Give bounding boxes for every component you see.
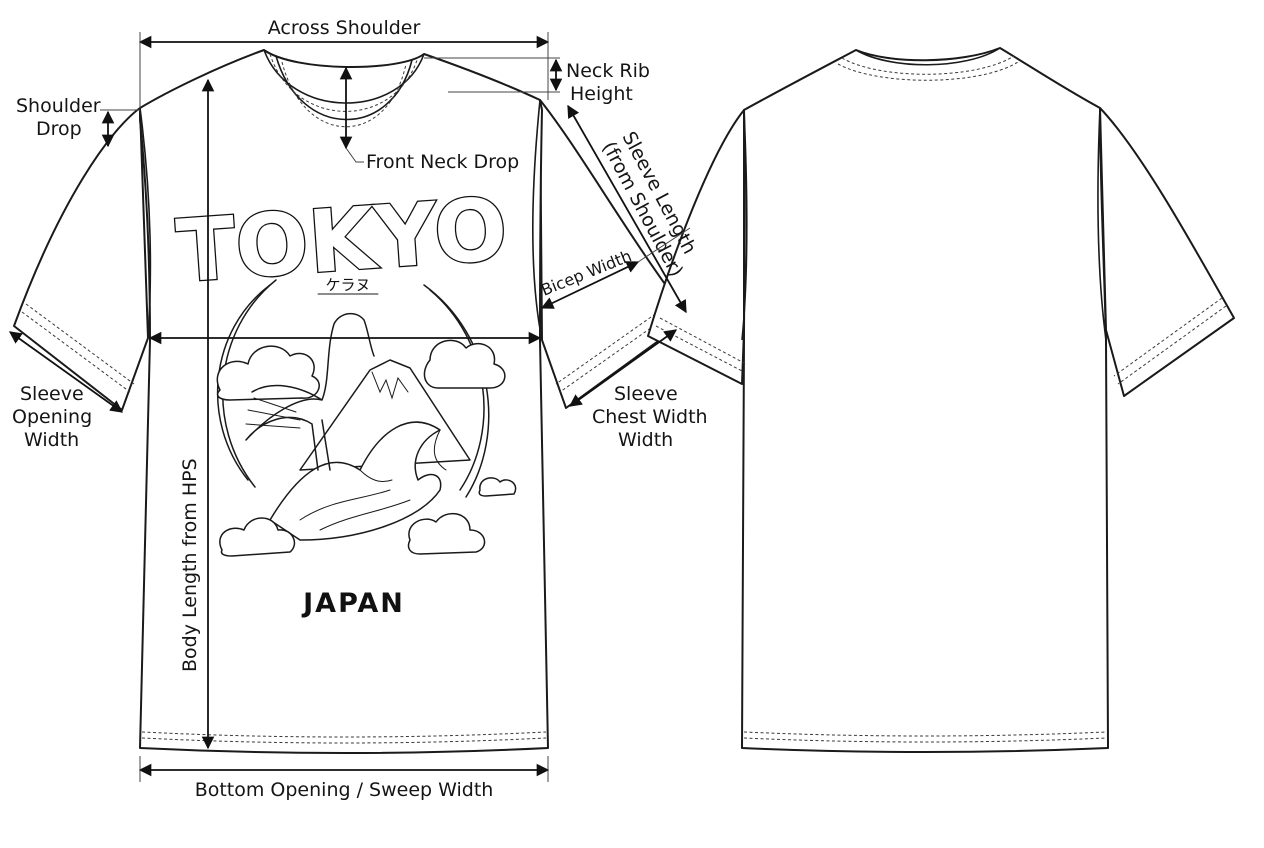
- bottom-opening-label: Bottom Opening / Sweep Width: [195, 779, 494, 801]
- shoulder-drop-label-2: Drop: [36, 118, 82, 140]
- back-left-armhole-seam: [741, 109, 748, 341]
- chest-width-label-3: Width: [618, 429, 673, 451]
- shoulder-drop-label-1: Shoulder: [16, 95, 101, 117]
- graphic-tokyo-text: TOKYO: [174, 180, 511, 303]
- bicep-width-arrow: [540, 261, 640, 309]
- chest-width-label-1: Sleeve: [614, 383, 678, 405]
- back-neck-rib-stitch-2: [837, 61, 1019, 81]
- across-shoulder-label: Across Shoulder: [268, 17, 421, 39]
- wave-lines: [299, 429, 447, 531]
- graphic-japan-text: JAPAN: [301, 588, 405, 619]
- graphic-crane: [245, 312, 375, 471]
- front-left-sleeve: [13, 107, 149, 411]
- back-right-sleeve: [1099, 107, 1235, 397]
- sleeve-length-arrow: [567, 104, 687, 314]
- mountain-snow: [371, 371, 409, 400]
- back-right-sleeve-hem-stitch: [1117, 305, 1227, 385]
- back-neck-rib-stitch: [841, 55, 1015, 75]
- sleeve-opening-label-1: Sleeve: [20, 383, 84, 405]
- front-left-armhole-seam: [139, 107, 152, 339]
- graphic-wave: [269, 421, 442, 541]
- graphic-cloud-bottom-left: [219, 517, 296, 557]
- back-right-armhole-seam: [1097, 107, 1107, 341]
- sleeve-opening-width-arrow: [8, 331, 124, 413]
- sleeve-opening-label-2: Opening: [12, 406, 92, 428]
- graphic-cloud-left: [216, 345, 320, 401]
- front-neck-drop-leader: [345, 147, 364, 163]
- body-length-label: Body Length from HPS: [179, 458, 201, 672]
- back-bottom-hem-stitch: [743, 731, 1107, 737]
- graphic-mountain: [299, 359, 471, 471]
- neck-rib-height-label-2: Height: [570, 83, 633, 105]
- back-bottom-hem-stitch-2: [743, 737, 1107, 743]
- neck-rib-height-label-1: Neck Rib: [566, 60, 650, 82]
- graphic-kana-text: ケラヌ: [325, 276, 370, 294]
- front-neck-drop-label: Front Neck Drop: [366, 151, 519, 173]
- crane-feathers: [245, 397, 301, 429]
- front-graphic-print: TOKYO ケラヌ JAPAN: [172, 178, 517, 619]
- back-neck-rib: [855, 47, 1001, 66]
- front-right-armhole-seam: [531, 99, 543, 341]
- bicep-width-leader: [637, 227, 691, 263]
- back-body: [741, 47, 1109, 753]
- chest-width-label-2: Chest Width: [592, 406, 708, 428]
- measurement-annotations: Across Shoulder Neck Rib Height Shoulder…: [8, 17, 708, 801]
- sleeve-opening-right-arrow: [568, 329, 678, 407]
- front-neck-rib-stitch-2: [281, 61, 407, 128]
- graphic-cloud-small: [478, 477, 517, 497]
- back-right-sleeve-hem-stitch-2: [1113, 297, 1223, 377]
- back-view-tshirt: [647, 47, 1235, 753]
- graphic-cloud-bottom-right: [407, 512, 486, 555]
- sleeve-opening-label-3: Width: [24, 429, 79, 451]
